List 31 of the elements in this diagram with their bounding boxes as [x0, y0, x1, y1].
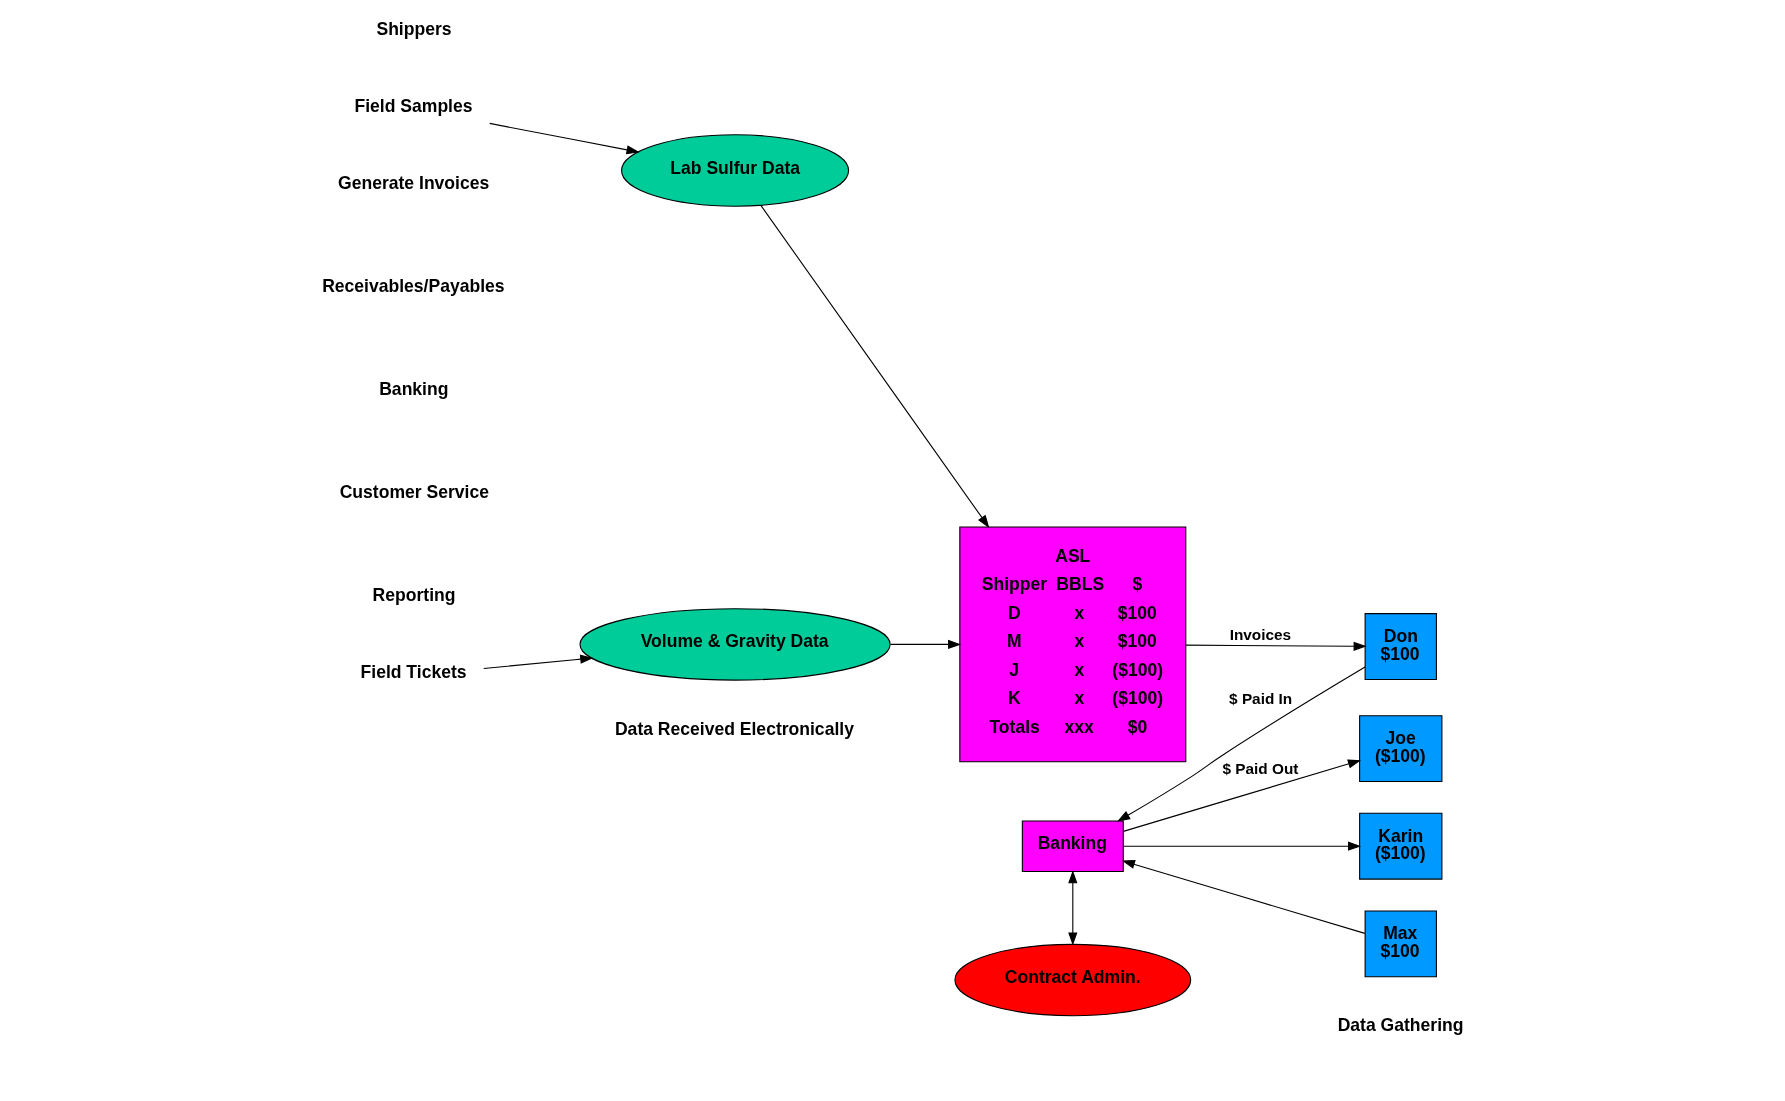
- label: Shippers: [375, 19, 452, 40]
- arrow: [1067, 870, 1077, 946]
- node-ellipse: Lab Sulfur Data: [620, 134, 849, 207]
- label: Data Received Electronically: [614, 719, 854, 740]
- arrow: [1121, 859, 1365, 934]
- node-box: ASL Shipper BBLS $ D x $100 M x $100 J x ($100) K x ($100) Totals xxx $0: [958, 526, 1186, 763]
- node-text: Field Tickets: [360, 662, 467, 683]
- node-box: Don $100: [1364, 613, 1437, 681]
- arrow: [1122, 759, 1361, 832]
- edge-label: Invoices: [1229, 626, 1291, 644]
- node-box: Joe ($100): [1358, 715, 1442, 783]
- node-box: Karin ($100): [1358, 812, 1442, 880]
- label: Banking: [378, 379, 448, 400]
- arrow: [1184, 641, 1367, 651]
- arrow: [488, 122, 640, 155]
- edge-label: $ Paid Out: [1222, 760, 1298, 778]
- label: Receivables/Payables: [321, 276, 505, 297]
- arrow: [889, 639, 961, 649]
- node-box: Max $100: [1364, 910, 1437, 978]
- arrow: [1116, 666, 1366, 822]
- arrow: [482, 654, 593, 670]
- label: Generate Invoices: [337, 172, 489, 193]
- arrow: [759, 204, 989, 529]
- label: Reporting: [372, 585, 455, 606]
- node-text: Field Samples: [354, 96, 473, 117]
- label: Customer Service: [339, 482, 489, 503]
- node-ellipse: Contract Admin.: [953, 943, 1191, 1017]
- edge-label: $ Paid In: [1228, 689, 1292, 707]
- label: Data Gathering: [1337, 1015, 1463, 1036]
- arrow: [1122, 841, 1361, 851]
- node-box: Banking: [1021, 820, 1124, 872]
